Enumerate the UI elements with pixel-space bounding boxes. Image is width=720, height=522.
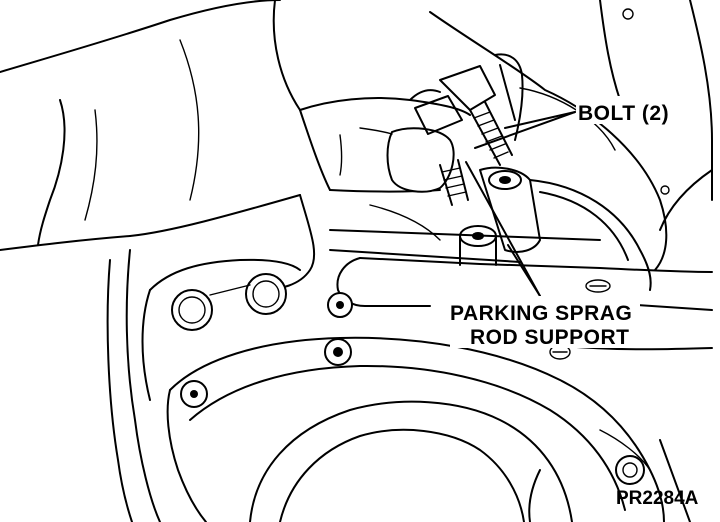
callout-labels: BOLT (2) PARKING SPRAG ROD SUPPORT bbox=[450, 96, 669, 349]
housing-bolt-left bbox=[180, 380, 208, 408]
case-flange bbox=[106, 249, 301, 522]
callout-parking-sprag-label-line1: PARKING SPRAG bbox=[450, 302, 632, 325]
parking-sprag-rod-support-part bbox=[329, 166, 601, 266]
callout-parking-sprag-label-line2: ROD SUPPORT bbox=[470, 326, 630, 349]
flange-bolt-right bbox=[245, 273, 287, 315]
callout-bolt-label: BOLT (2) bbox=[578, 102, 669, 125]
technician-hand bbox=[299, 89, 471, 193]
technician-arm bbox=[0, 0, 301, 251]
housing-bolt-top bbox=[327, 292, 353, 318]
housing-bolt-center bbox=[324, 338, 352, 366]
housing-bolt-right bbox=[615, 455, 645, 485]
callout-leaders bbox=[465, 111, 576, 297]
pump-housing bbox=[166, 292, 691, 522]
figure-id: PR2284A bbox=[616, 488, 699, 509]
flange-bolt-left bbox=[171, 289, 213, 331]
bolt-assembly bbox=[414, 53, 524, 206]
